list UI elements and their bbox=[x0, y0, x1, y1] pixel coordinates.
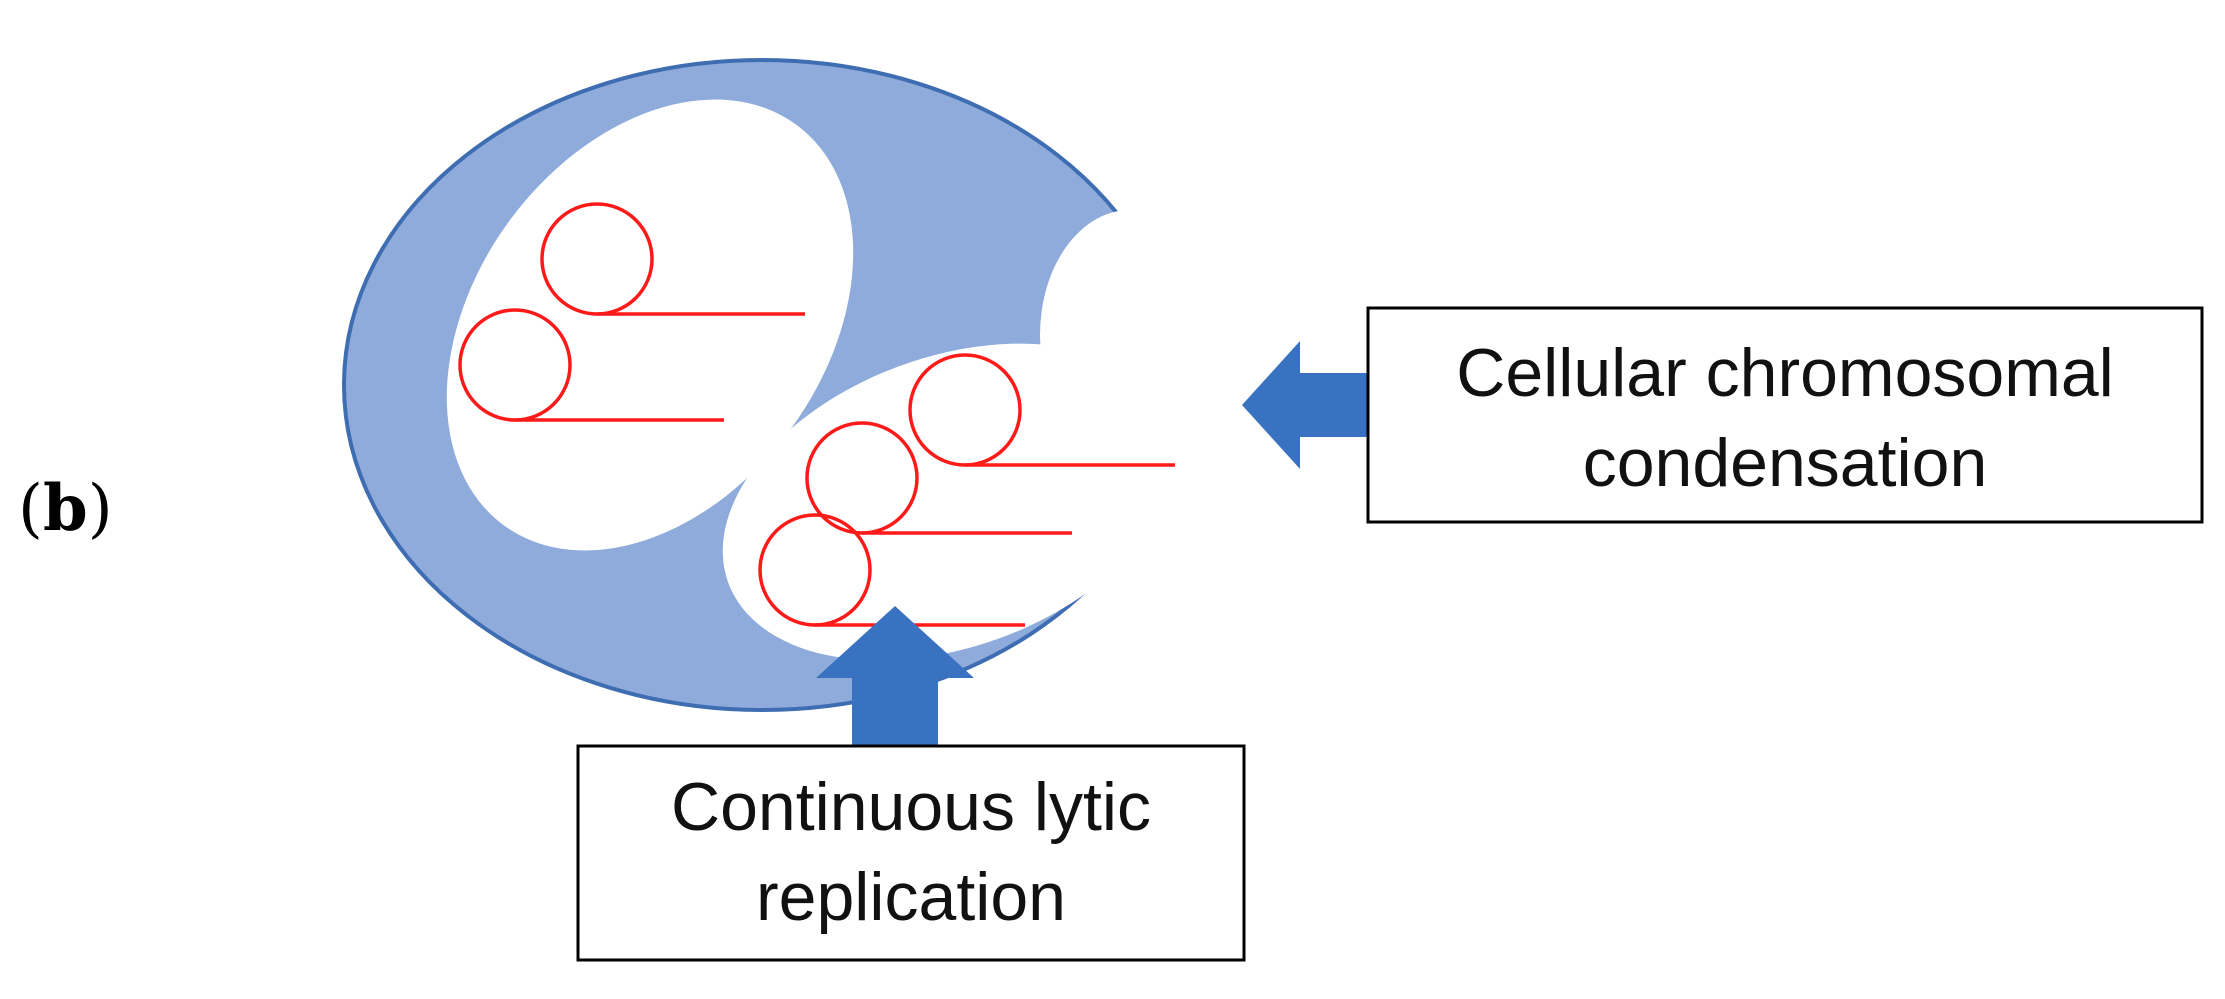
viral-genome bbox=[540, 202, 805, 316]
nucleus-right-lobe-main bbox=[722, 343, 1178, 661]
panel-label-letter: b bbox=[43, 471, 88, 546]
panel-label-open: ( bbox=[18, 472, 43, 546]
callout-bottom-line-1: Continuous lytic bbox=[671, 769, 1151, 845]
panel-label: (b) bbox=[18, 471, 113, 546]
viral-genome bbox=[458, 308, 724, 422]
viral-genome bbox=[805, 421, 1072, 535]
arrow-up-icon bbox=[816, 606, 974, 745]
callout-box-right bbox=[1366, 306, 2204, 524]
nucleus-right bbox=[722, 210, 1220, 661]
nucleus-left bbox=[446, 99, 854, 551]
arrow-left-icon bbox=[1242, 341, 1368, 469]
nucleus-right-lobe-upper bbox=[1040, 210, 1220, 460]
callout-bottom-line-2: replication bbox=[756, 859, 1066, 935]
callout-right-line-2: condensation bbox=[1583, 425, 1988, 501]
panel-label-close: ) bbox=[88, 472, 113, 546]
viral-genome bbox=[758, 513, 1025, 627]
viral-genome bbox=[908, 353, 1175, 467]
callout-box-bottom bbox=[576, 744, 1246, 962]
callout-right-line-1: Cellular chromosomal bbox=[1456, 335, 2114, 411]
